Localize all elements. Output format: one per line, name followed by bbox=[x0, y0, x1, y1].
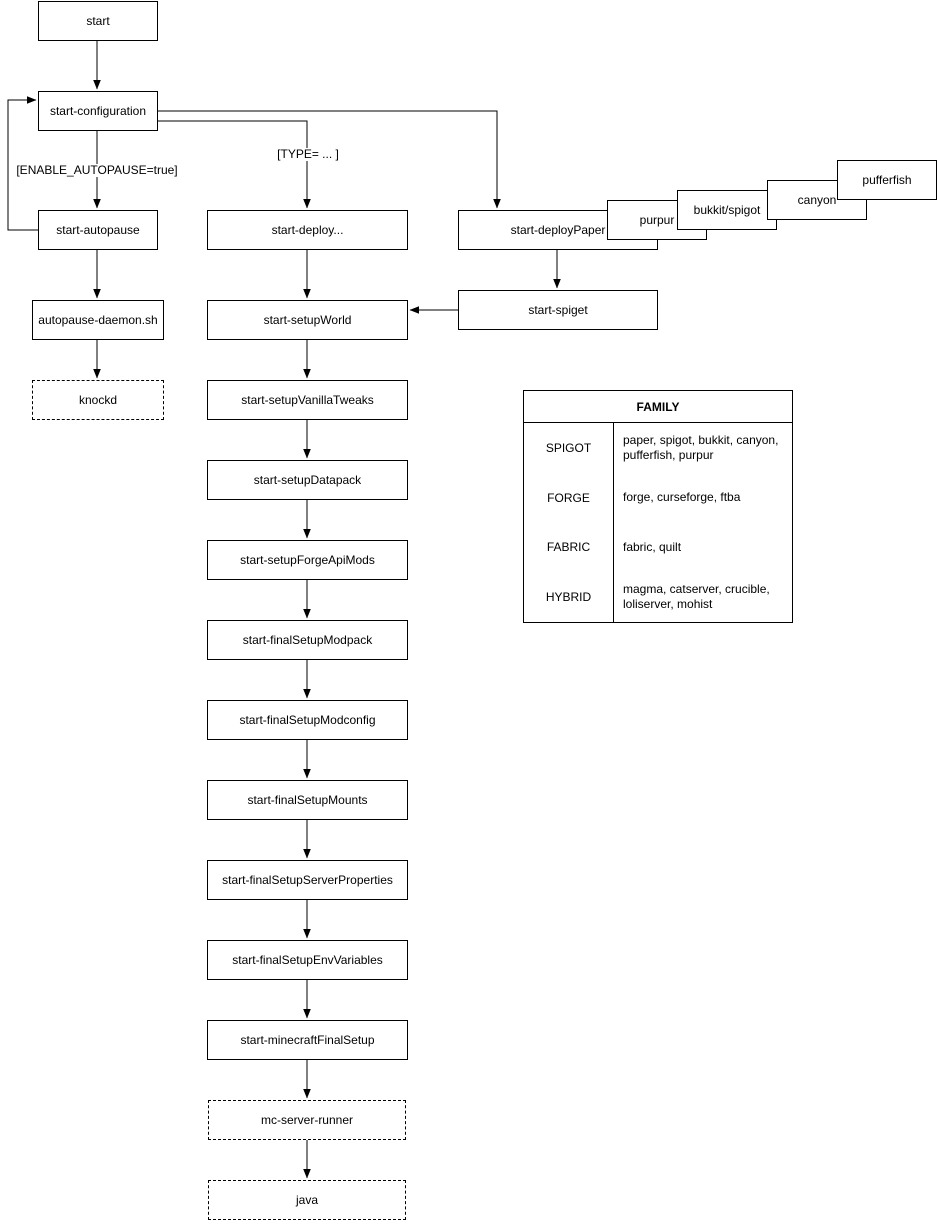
family-members: forge, curseforge, ftba bbox=[623, 490, 741, 505]
edge-configuration-to-deploy bbox=[158, 120, 311, 209]
family-row-hybrid: HYBRID magma, catserver, crucible, lolis… bbox=[524, 572, 792, 622]
family-row-fabric: FABRIC fabric, quilt bbox=[524, 522, 792, 573]
node-start-final-setup-server-properties: start-finalSetupServerProperties bbox=[207, 860, 408, 900]
edge-label-enable-autopause: [ENABLE_AUTOPAUSE=true] bbox=[14, 163, 180, 177]
node-start-autopause: start-autopause bbox=[38, 210, 158, 250]
node-start-deploy: start-deploy... bbox=[207, 210, 408, 250]
node-start-configuration: start-configuration bbox=[38, 91, 158, 131]
family-name: SPIGOT bbox=[524, 423, 614, 473]
family-table-body: SPIGOT paper, spigot, bukkit, canyon, pu… bbox=[524, 423, 792, 622]
node-start-setup-datapack: start-setupDatapack bbox=[207, 460, 408, 500]
family-members: magma, catserver, crucible, loliserver, … bbox=[623, 582, 770, 612]
family-name: FABRIC bbox=[524, 522, 614, 573]
node-start-setup-world: start-setupWorld bbox=[207, 300, 408, 340]
node-start-minecraft-final-setup: start-minecraftFinalSetup bbox=[207, 1020, 408, 1060]
edge-label-type: [TYPE= ... ] bbox=[275, 147, 341, 161]
family-row-spigot: SPIGOT paper, spigot, bukkit, canyon, pu… bbox=[524, 423, 792, 473]
node-start-final-setup-modconfig: start-finalSetupModconfig bbox=[207, 700, 408, 740]
node-start-spiget: start-spiget bbox=[458, 290, 658, 330]
node-knockd: knockd bbox=[32, 380, 164, 420]
family-name: HYBRID bbox=[524, 572, 614, 622]
family-members: paper, spigot, bukkit, canyon, pufferfis… bbox=[623, 432, 779, 462]
family-table: FAMILY SPIGOT paper, spigot, bukkit, can… bbox=[523, 390, 793, 623]
node-start-setup-vanilla-tweaks: start-setupVanillaTweaks bbox=[207, 380, 408, 420]
node-start-final-setup-mounts: start-finalSetupMounts bbox=[207, 780, 408, 820]
family-row-forge: FORGE forge, curseforge, ftba bbox=[524, 472, 792, 523]
node-bukkit-spigot: bukkit/spigot bbox=[677, 190, 777, 230]
node-canyon: canyon bbox=[767, 180, 867, 220]
node-start-final-setup-env-variables: start-finalSetupEnvVariables bbox=[207, 940, 408, 980]
family-members: fabric, quilt bbox=[623, 539, 682, 554]
family-name: FORGE bbox=[524, 472, 614, 523]
node-start: start bbox=[38, 1, 158, 41]
family-table-title: FAMILY bbox=[524, 391, 792, 423]
node-java: java bbox=[208, 1180, 406, 1220]
node-start-final-setup-modpack: start-finalSetupModpack bbox=[207, 620, 408, 660]
node-autopause-daemon-sh: autopause-daemon.sh bbox=[32, 300, 164, 340]
node-mc-server-runner: mc-server-runner bbox=[208, 1100, 406, 1140]
node-start-setup-forge-api-mods: start-setupForgeApiMods bbox=[207, 540, 408, 580]
node-pufferfish: pufferfish bbox=[837, 160, 937, 200]
